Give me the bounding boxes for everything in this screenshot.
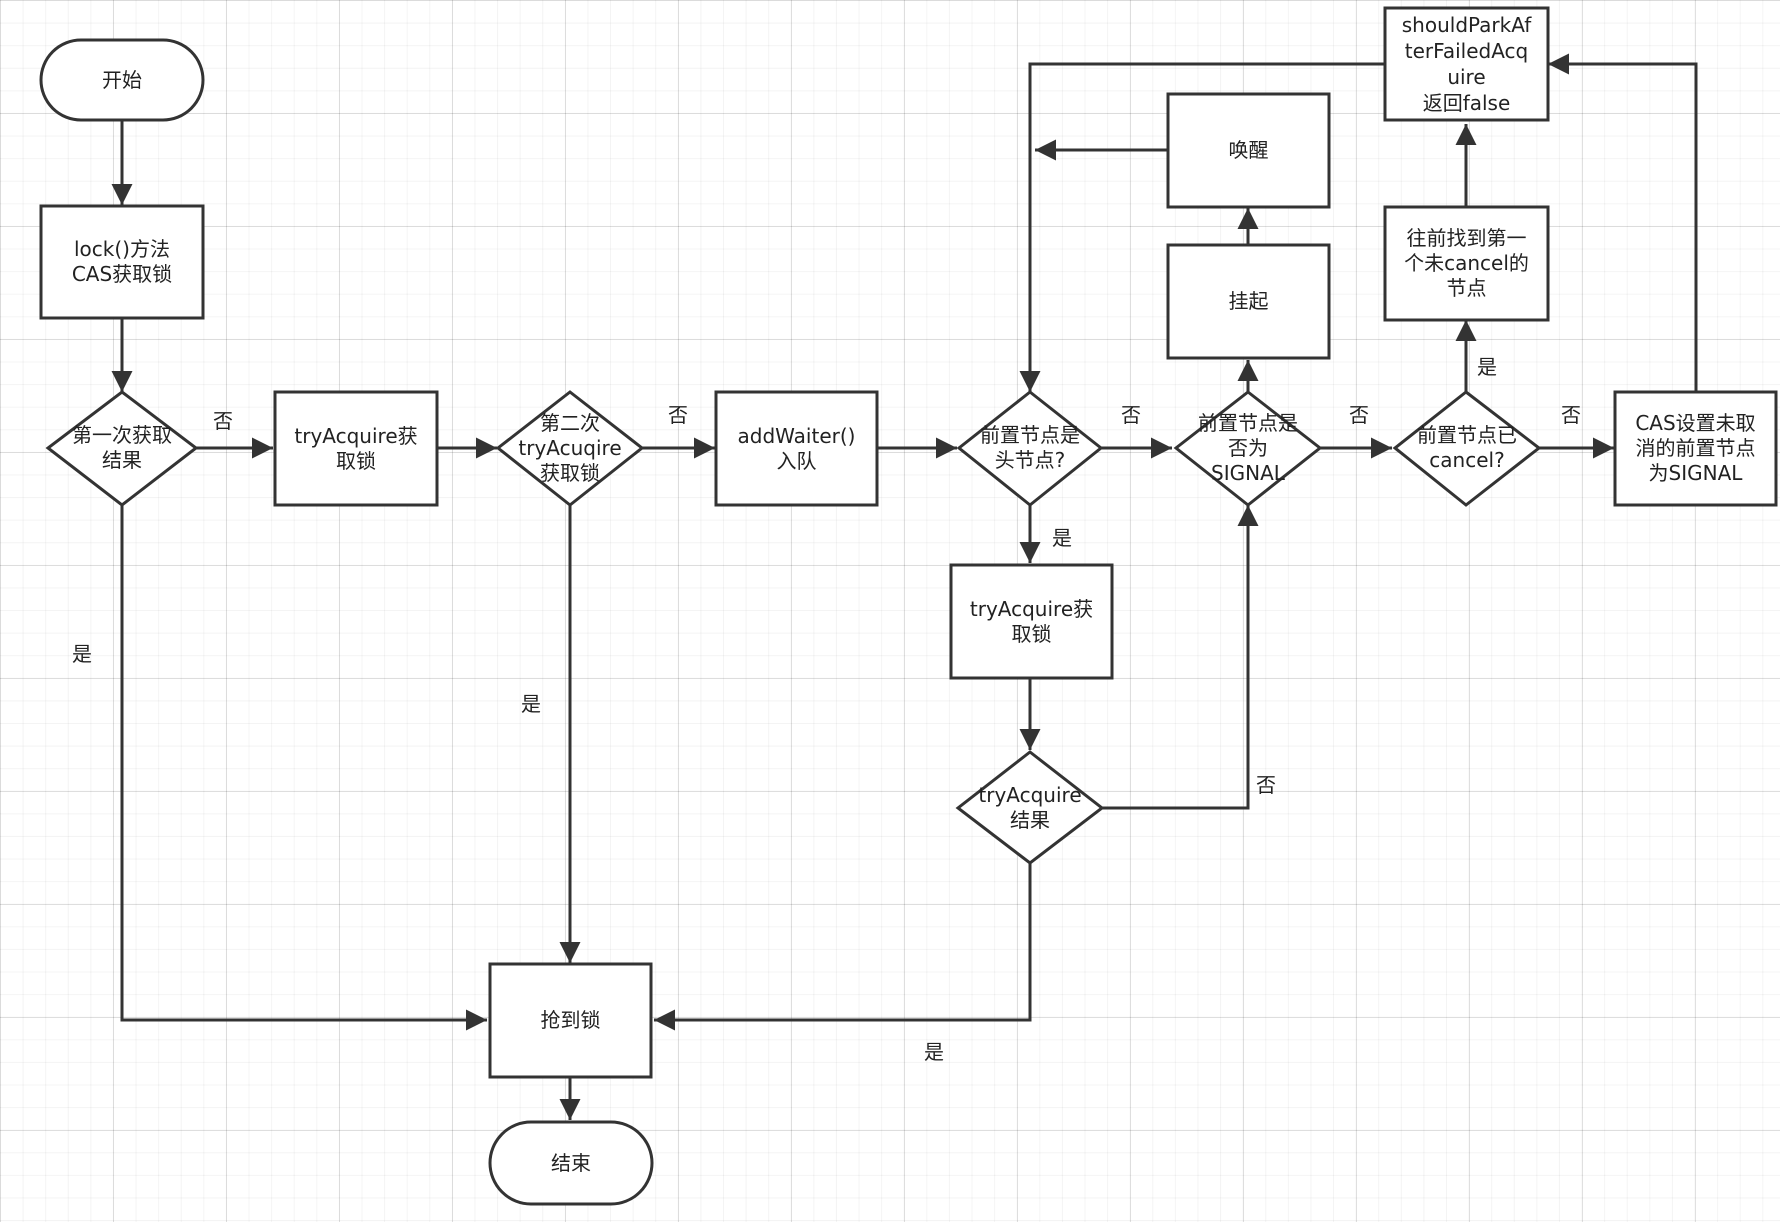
predecessor-head-label: 前置节点是 头节点? bbox=[980, 423, 1080, 472]
edge-first-result-yes-to-lock-acquired bbox=[120, 505, 487, 1031]
start-label: 开始 bbox=[102, 67, 142, 92]
edge-label-try-result-no: 否 bbox=[1256, 773, 1276, 797]
try-acquire-result-label: tryAcquire 结果 bbox=[978, 783, 1082, 832]
park-label: 挂起 bbox=[1228, 289, 1269, 313]
lock-acquired-label: 抢到锁 bbox=[540, 1008, 601, 1032]
second-try-label: 第二次 tryAcuqire 获取锁 bbox=[518, 410, 622, 485]
try-acquire-label: tryAcquire获 取锁 bbox=[294, 423, 418, 473]
predecessor-cancel-decision bbox=[1392, 390, 1542, 507]
edge-label-try-result-yes: 是 bbox=[924, 1040, 944, 1064]
should-park-false-process bbox=[1383, 6, 1550, 122]
edge-label-cancel-no: 否 bbox=[1561, 403, 1581, 427]
edge-try-result-yes-to-lock-acquired bbox=[654, 863, 1032, 1031]
second-try-decision bbox=[495, 390, 645, 507]
edge-label-signal-no: 否 bbox=[1349, 403, 1369, 427]
first-attempt-label: 第一次获取 结果 bbox=[72, 423, 172, 472]
predecessor-head-decision bbox=[956, 390, 1104, 507]
try-acquire-loop-label: tryAcquire获 取锁 bbox=[969, 596, 1094, 646]
edge-label-second-yes: 是 bbox=[521, 692, 541, 716]
cas-set-signal-label: CAS设置未取 消的前置节点 为SIGNAL bbox=[1635, 411, 1756, 485]
lock-acquired-process bbox=[488, 962, 653, 1079]
wake-up-label: 唤醒 bbox=[1228, 138, 1269, 162]
find-uncancelled-label: 往前找到第一 个未cancel的 节点 bbox=[1404, 226, 1529, 300]
edge-cas-set-to-should-park bbox=[1548, 53, 1698, 392]
edge-label-second-no: 否 bbox=[668, 403, 688, 427]
lock-cas-process bbox=[39, 204, 205, 320]
lock-cas-label: lock()方法 CAS获取锁 bbox=[71, 237, 173, 286]
try-acquire-process bbox=[273, 390, 439, 507]
first-attempt-decision bbox=[45, 390, 199, 507]
try-acquire-loop-process bbox=[949, 563, 1114, 680]
predecessor-signal-label: 前置节点是 否为 SIGNAL bbox=[1198, 410, 1298, 485]
add-waiter-label: addWaiter() 入队 bbox=[737, 423, 856, 473]
edge-label-cancel-yes: 是 bbox=[1477, 355, 1497, 379]
edge-label-first-yes: 是 bbox=[72, 642, 92, 666]
end-label: 结束 bbox=[551, 1150, 591, 1175]
edge-label-head-no: 否 bbox=[1121, 403, 1141, 427]
edge-label-head-yes: 是 bbox=[1052, 526, 1072, 550]
edge-should-park-to-head-check bbox=[1019, 62, 1384, 392]
predecessor-cancel-label: 前置节点已 cancel? bbox=[1417, 423, 1517, 472]
edge-try-result-no-to-signal-check bbox=[1102, 505, 1259, 810]
park-process bbox=[1166, 243, 1331, 360]
try-acquire-result-decision bbox=[955, 750, 1105, 865]
predecessor-signal-decision bbox=[1173, 390, 1323, 507]
add-waiter-process bbox=[714, 390, 879, 507]
cas-set-signal-process bbox=[1613, 390, 1778, 507]
start-terminal bbox=[39, 38, 205, 122]
flowchart-edges bbox=[111, 53, 1698, 1120]
edge-label-first-no: 否 bbox=[213, 409, 233, 433]
wake-up-process bbox=[1166, 92, 1331, 209]
should-park-false-label: shouldParkAf terFailedAcq uire 返回false bbox=[1401, 13, 1532, 115]
find-uncancelled-process bbox=[1383, 205, 1550, 322]
end-terminal bbox=[488, 1120, 654, 1206]
flowchart-nodes bbox=[39, 6, 1778, 1206]
